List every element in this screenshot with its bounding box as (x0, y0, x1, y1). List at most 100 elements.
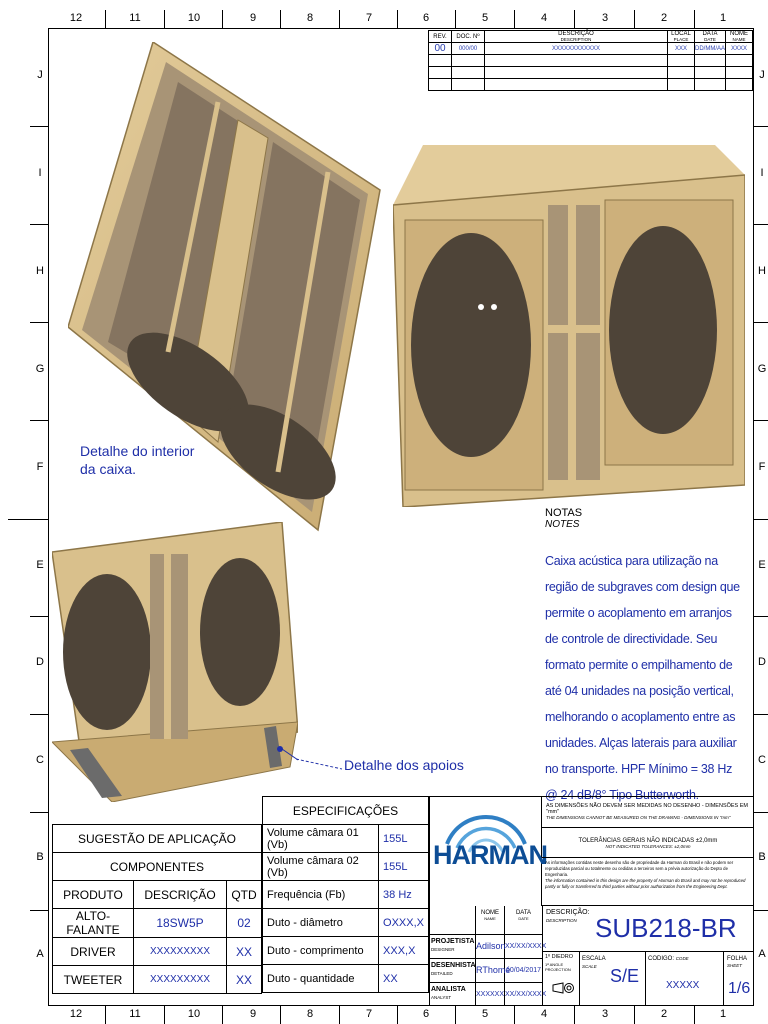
doc-value: 000/00 (451, 42, 485, 55)
specifications-title: ESPECIFICAÇÕES (262, 796, 429, 825)
col-3: 3 (601, 12, 609, 24)
description-cell: XXXXXXXXX (133, 937, 227, 966)
specifications-table: ESPECIFICAÇÕES Volume câmara 01 (Vb)155L… (261, 796, 429, 993)
description-header: DESCRIÇÃO (133, 880, 227, 909)
tick (30, 126, 48, 127)
supports-leader-line (296, 758, 343, 770)
drawing-frame (48, 28, 754, 1006)
col-10-bottom: 10 (187, 1008, 201, 1020)
tick (339, 10, 340, 28)
application-table: SUGESTÃO DE APLICAÇÃO COMPONENTES PRODUT… (52, 824, 262, 994)
col-10: 10 (187, 12, 201, 24)
row-I-right: I (760, 167, 764, 179)
tick (574, 1006, 575, 1024)
spec-value: OXXX,X (378, 908, 429, 937)
place-value: XXX (667, 42, 695, 55)
description-label: DESCRIÇÃO: (546, 909, 590, 916)
notes-title: NOTAS (545, 507, 583, 519)
warning-pt: AS DIMENSÕES NÃO DEVEM SER MEDIDAS NO DE… (546, 803, 749, 815)
person-row: ANALISTA ANALYST XXXXXX XX/XX/XXXX (429, 982, 546, 1006)
row-D-right: D (758, 656, 766, 668)
col-9-bottom: 9 (249, 1008, 257, 1020)
role-label: ANALISTA (431, 986, 466, 993)
tolerance-box: TOLERÂNCIAS GERAIS NÃO INDICADAS ±2,0mm … (542, 828, 754, 858)
warning-box: AS DIMENSÕES NÃO DEVEM SER MEDIDAS NO DE… (542, 796, 754, 828)
table-row: Volume câmara 01 (Vb)155L (261, 824, 429, 853)
interior-cabinet-illustration (68, 42, 381, 532)
front-cabinet-illustration (393, 145, 745, 507)
sheet-value: 1/6 (728, 980, 751, 997)
tick (280, 10, 281, 28)
spec-value: 38 Hz (378, 880, 429, 909)
row-G: G (35, 363, 45, 375)
warning-en: THE DIMENSIONS CANNOT BE MEASURED ON THE… (546, 815, 731, 820)
tolerance-en: NOT INDICATED TOLERANCES: ±2,0mm (605, 844, 691, 849)
name-value: XXXX (725, 42, 753, 55)
notes-body: Caixa acústica para utilização na região… (545, 554, 740, 802)
legal-pt: As informações contidas neste desenho sã… (545, 860, 734, 877)
row-E: E (36, 559, 44, 571)
sheet-label-en: SHEET (727, 963, 743, 968)
role-label: DESENHISTA (431, 962, 476, 969)
table-row: DRIVER XXXXXXXXX XX (52, 937, 262, 966)
person-date: 10/04/2017 (505, 967, 542, 974)
revision-empty-row (428, 54, 753, 67)
row-G-right: G (757, 363, 767, 375)
tick (105, 1006, 106, 1024)
row-B: B (36, 851, 44, 863)
tick (754, 126, 768, 127)
tick (30, 812, 48, 813)
application-header-row: PRODUTO DESCRIÇÃO QTD (52, 880, 262, 909)
col-3-bottom: 3 (601, 1008, 609, 1020)
tick (514, 10, 515, 28)
quantity-header: QTD (226, 880, 262, 909)
tick (397, 1006, 398, 1024)
spec-label: Volume câmara 01 (Vb) (261, 824, 380, 853)
spec-label: Duto - diâmetro (261, 908, 380, 937)
tick (455, 10, 456, 28)
role-label-en: ANALYST (431, 995, 452, 1000)
table-row: ALTO-FALANTE 18SW5P 02 (52, 908, 262, 938)
projection-box: 1º DIEDRO 1ª ANGLE PROJECTION (542, 952, 580, 1006)
col-11-bottom: 11 (129, 1008, 141, 1020)
revision-empty-row (428, 78, 753, 91)
tick (397, 10, 398, 28)
application-subtitle: COMPONENTES (52, 852, 262, 881)
row-C-right: C (758, 754, 766, 766)
legal-box: As informações contidas neste desenho sã… (542, 858, 754, 906)
person-row: PROJETISTA DESIGNER Adilson XX/XX/XXXX (429, 934, 546, 958)
col-1-bottom: 1 (719, 1008, 727, 1020)
row-J-right: J (759, 69, 765, 81)
description-label-en: DESCRIPTION (546, 918, 577, 923)
row-H-right: H (758, 265, 766, 277)
sheet-label: FOLHA (727, 956, 748, 962)
tick (694, 1006, 695, 1024)
tick (754, 224, 768, 225)
projection-label-en: 1ª ANGLE PROJECTION (545, 962, 571, 972)
projection-symbol-icon (552, 982, 574, 994)
col-7: 7 (365, 12, 373, 24)
title-block (429, 796, 754, 1006)
col-11: 11 (129, 12, 141, 24)
table-row: TWEETER XXXXXXXXX XX (52, 965, 262, 994)
col-5: 5 (481, 12, 489, 24)
scale-label: ESCALA (582, 956, 606, 962)
tick (514, 1006, 515, 1024)
product-cell: ALTO-FALANTE (52, 908, 134, 938)
revision-row: 00 000/00 XXXXXXXXXXXX XXX DD/MM/AA XXXX (428, 42, 753, 55)
row-E-right: E (758, 559, 766, 571)
tick (754, 910, 768, 911)
revision-empty-row (428, 66, 753, 79)
tick (30, 910, 48, 911)
role-label-en: DESIGNER (431, 947, 455, 952)
tick (105, 10, 106, 28)
row-J: J (37, 69, 43, 81)
application-title: SUGESTÃO DE APLICAÇÃO (52, 824, 262, 853)
